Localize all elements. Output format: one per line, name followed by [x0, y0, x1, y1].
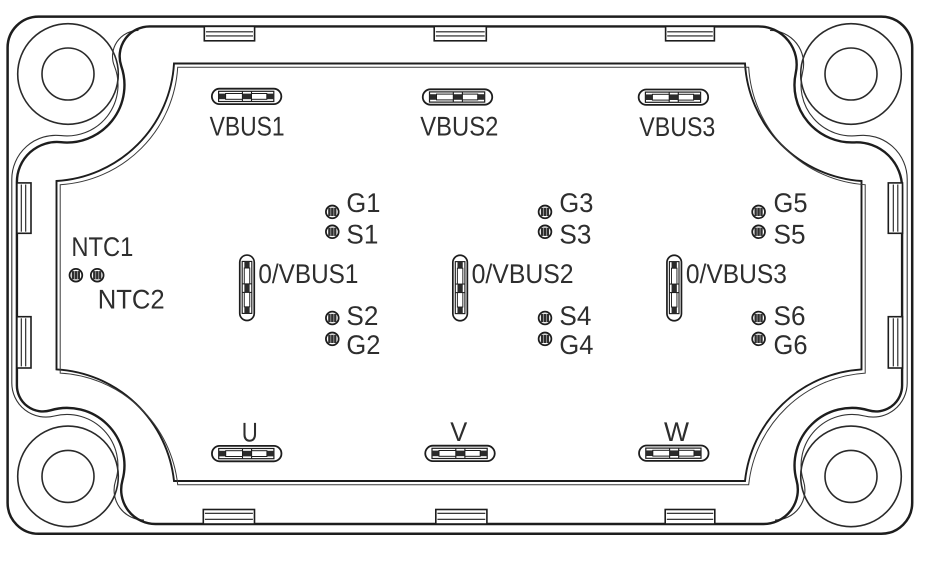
svg-text:S5: S5 — [774, 219, 806, 249]
svg-text:0/VBUS1: 0/VBUS1 — [258, 259, 358, 289]
svg-text:0/VBUS3: 0/VBUS3 — [686, 259, 787, 289]
svg-text:G5: G5 — [774, 188, 808, 218]
svg-text:G3: G3 — [559, 188, 593, 218]
svg-text:0/VBUS2: 0/VBUS2 — [472, 259, 574, 289]
svg-text:NTC2: NTC2 — [98, 284, 165, 314]
svg-text:VBUS3: VBUS3 — [639, 112, 715, 142]
svg-text:U: U — [242, 418, 258, 448]
svg-text:NTC1: NTC1 — [71, 232, 133, 262]
svg-text:G6: G6 — [774, 330, 808, 360]
svg-text:G1: G1 — [346, 188, 380, 218]
svg-text:VBUS2: VBUS2 — [420, 112, 498, 142]
svg-text:S6: S6 — [774, 301, 806, 331]
svg-text:G4: G4 — [559, 330, 593, 360]
svg-text:V: V — [450, 417, 467, 447]
svg-text:VBUS1: VBUS1 — [210, 112, 285, 142]
svg-text:G2: G2 — [346, 330, 380, 360]
svg-text:W: W — [664, 417, 690, 447]
svg-text:S1: S1 — [346, 219, 378, 249]
svg-text:S3: S3 — [559, 219, 591, 249]
svg-text:S2: S2 — [346, 301, 378, 331]
svg-text:S4: S4 — [559, 301, 591, 331]
